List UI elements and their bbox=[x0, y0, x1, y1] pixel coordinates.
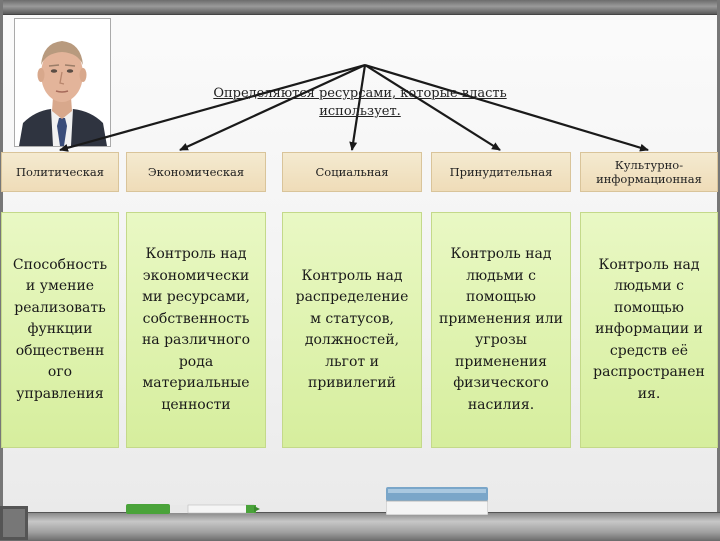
header-social: Социальная bbox=[282, 152, 422, 192]
header-cultural: Культурно-информационная bbox=[580, 152, 718, 192]
portrait-photo bbox=[14, 18, 111, 147]
description-cultural: Контроль над людьми с помощью информации… bbox=[580, 212, 718, 448]
arrow-cultural bbox=[364, 63, 649, 152]
header-political: Политическая bbox=[1, 152, 119, 192]
description-social: Контроль над распределение м статусов, д… bbox=[282, 212, 422, 448]
description-economic: Контроль над экономически ми ресурсами, … bbox=[126, 212, 266, 448]
arrow-economic bbox=[179, 64, 366, 151]
header-coercive: Принудительная bbox=[431, 152, 571, 192]
board-clip-icon bbox=[0, 506, 28, 540]
description-coercive: Контроль над людьми с помощью применения… bbox=[431, 212, 571, 448]
board-frame-right bbox=[717, 0, 720, 540]
arrow-social bbox=[349, 64, 367, 151]
green-marker-icon bbox=[126, 504, 260, 514]
arrow-political bbox=[59, 63, 366, 152]
board-tray bbox=[0, 512, 720, 541]
arrow-coercive bbox=[364, 64, 501, 151]
board-eraser-icon bbox=[386, 487, 488, 515]
main-label: Определяются ресурсами, которые власть и… bbox=[213, 86, 507, 119]
header-economic: Экономическая bbox=[126, 152, 266, 192]
board-frame-top bbox=[0, 0, 720, 15]
portrait-illustration bbox=[15, 19, 110, 146]
description-political: Способность и умение реализовать функции… bbox=[1, 212, 119, 448]
